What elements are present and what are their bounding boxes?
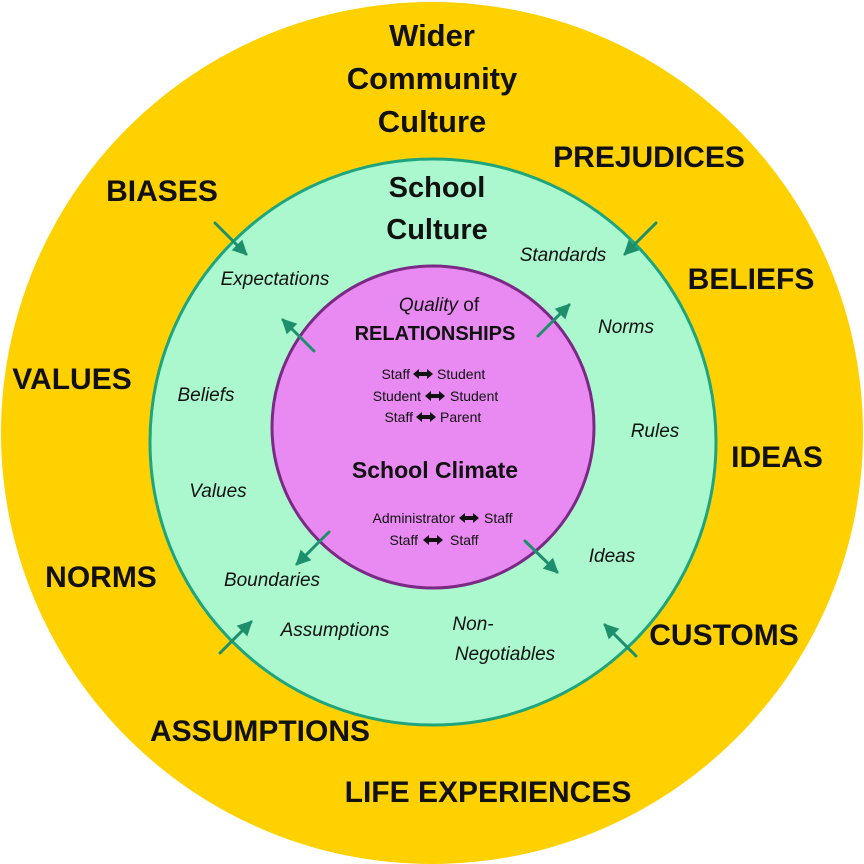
- pair-5-left: Staff: [389, 532, 418, 548]
- pair-3-right: Parent: [440, 409, 481, 425]
- double-arrows: [413, 369, 479, 545]
- outer-title-line-3: Culture: [378, 104, 487, 139]
- outer-label-norms: NORMS: [45, 561, 157, 594]
- arrow-climate-outward-bottom-left: [295, 530, 331, 566]
- inner-quality-of: Quality of: [399, 295, 480, 316]
- outer-label-prejudices: PREJUDICES: [553, 141, 745, 174]
- outer-title-line-1: Wider: [389, 18, 475, 53]
- outer-label-ideas: IDEAS: [731, 441, 823, 474]
- double-arrow-icon: [423, 535, 443, 545]
- middle-label-assumptions: Assumptions: [280, 620, 390, 641]
- outer-label-life-experiences: LIFE EXPERIENCES: [345, 776, 632, 809]
- relationship-pair-3: Staff Parent: [384, 409, 481, 425]
- outer-label-values: VALUES: [12, 363, 131, 396]
- double-arrow-icon: [416, 412, 436, 422]
- arrow-climate-outward-top-right: [536, 303, 571, 338]
- middle-label-boundaries: Boundaries: [224, 570, 321, 591]
- pair-1-left: Staff: [381, 366, 410, 382]
- inner-title-school-climate: School Climate: [352, 457, 518, 483]
- relationship-pair-4: Administrator Staff: [373, 510, 513, 526]
- middle-label-non-negotiables-line-2: Negotiables: [455, 644, 556, 665]
- middle-label-non-negotiables-line-1: Non-: [452, 614, 493, 635]
- pair-5-right: Staff: [450, 532, 479, 548]
- middle-label-values: Values: [189, 481, 247, 502]
- middle-label-beliefs: Beliefs: [177, 385, 235, 406]
- double-arrow-icon: [425, 391, 445, 401]
- pair-2-right: Student: [450, 388, 498, 404]
- outer-label-customs: CUSTOMS: [649, 619, 798, 652]
- pair-3-left: Staff: [384, 409, 413, 425]
- outer-title-line-2: Community: [347, 61, 518, 96]
- arrow-biases-inward: [213, 221, 248, 256]
- arrow-assumptions-inward: [218, 620, 253, 655]
- relationship-pair-1: Staff Student: [381, 366, 485, 382]
- relationship-pair-5: Staff Staff: [389, 532, 478, 548]
- outer-label-biases: BIASES: [106, 175, 218, 208]
- inner-ring-school-climate: [270, 264, 596, 590]
- arrow-climate-outward-bottom-right: [523, 539, 559, 574]
- middle-label-expectations: Expectations: [221, 269, 330, 290]
- double-arrow-icon: [413, 369, 433, 379]
- arrow-climate-outward-top-left: [281, 318, 316, 353]
- pair-4-right: Staff: [484, 510, 513, 526]
- outer-label-beliefs: BELIEFS: [688, 263, 815, 296]
- pair-1-right: Student: [437, 366, 485, 382]
- arrow-customs-inward: [603, 623, 638, 658]
- relationship-pair-2: Student Student: [373, 388, 499, 404]
- arrow-prejudices-inward: [623, 221, 658, 256]
- outer-label-assumptions: ASSUMPTIONS: [150, 715, 370, 748]
- double-arrow-icon: [459, 513, 479, 523]
- middle-label-standards: Standards: [520, 245, 607, 266]
- pair-4-left: Administrator: [373, 510, 456, 526]
- middle-title-line-2: Culture: [386, 214, 488, 246]
- middle-label-rules: Rules: [631, 421, 680, 442]
- influence-arrows: [213, 221, 658, 658]
- inner-relationships: RELATIONSHIPS: [355, 323, 516, 345]
- middle-label-ideas: Ideas: [589, 546, 636, 567]
- pair-2-left: Student: [373, 388, 421, 404]
- middle-label-norms: Norms: [598, 317, 654, 338]
- middle-title-line-1: School: [389, 172, 486, 204]
